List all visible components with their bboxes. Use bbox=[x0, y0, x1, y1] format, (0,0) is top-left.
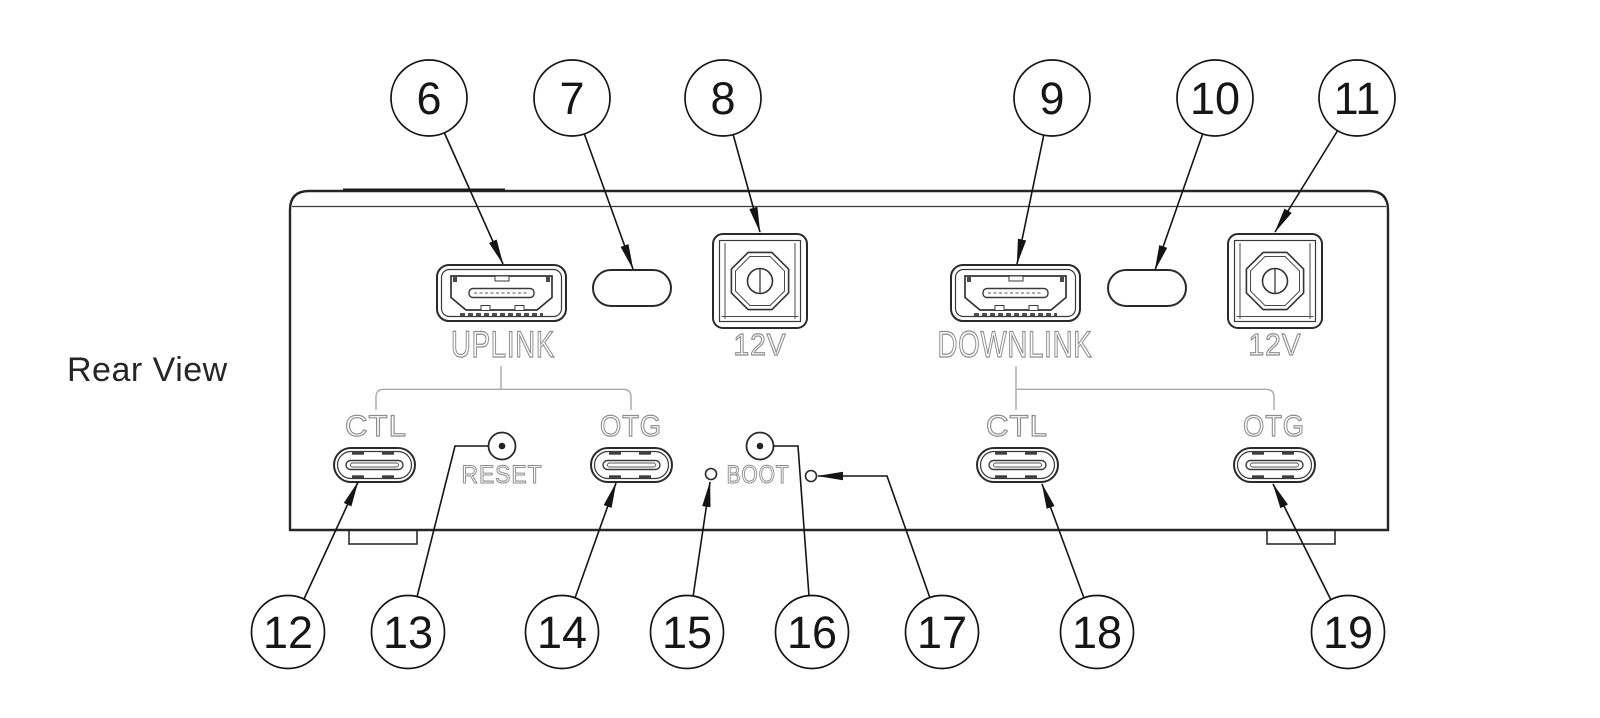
callout-16-number: 16 bbox=[787, 607, 837, 658]
usb-c-port-ctl-left bbox=[333, 447, 416, 483]
port-label-ctl-right: CTL bbox=[986, 410, 1048, 443]
callout-15-number: 15 bbox=[662, 607, 712, 658]
callout-14: 14 bbox=[524, 594, 600, 670]
reset-button bbox=[487, 431, 517, 461]
hdmi-port-uplink bbox=[435, 263, 568, 323]
callout-6-number: 6 bbox=[416, 73, 441, 124]
callout-18-number: 18 bbox=[1072, 607, 1122, 658]
device-foot-right bbox=[1266, 529, 1336, 545]
oval-button-left bbox=[592, 269, 672, 307]
view-title: Rear View bbox=[67, 351, 228, 389]
leader-line-14 bbox=[574, 482, 617, 599]
device-body bbox=[288, 188, 1390, 545]
usb-c-port-otg-right bbox=[1233, 447, 1316, 483]
button-label-reset: RESET bbox=[462, 461, 543, 489]
port-label-ctl-left: CTL bbox=[345, 410, 407, 443]
button-label-boot: BOOT bbox=[727, 461, 790, 489]
callout-10: 10 bbox=[1176, 59, 1254, 137]
port-label-downlink: DOWNLINK bbox=[938, 324, 1093, 365]
callout-7-number: 7 bbox=[559, 73, 584, 124]
callout-9: 9 bbox=[1013, 59, 1091, 137]
callout-19-number: 19 bbox=[1323, 607, 1373, 658]
callout-8-number: 8 bbox=[710, 73, 735, 124]
leader-line-19 bbox=[1272, 483, 1332, 601]
dc-power-jack-left bbox=[712, 233, 808, 329]
port-label-otg-right: OTG bbox=[1243, 410, 1305, 443]
group-bracket-downlink bbox=[1015, 366, 1275, 410]
leader-line-18 bbox=[1041, 483, 1085, 599]
callout-17-number: 17 bbox=[917, 607, 967, 658]
leader-line-11 bbox=[1274, 129, 1339, 233]
led-hole-left bbox=[704, 467, 718, 481]
device-foot-left bbox=[348, 529, 418, 545]
callout-6: 6 bbox=[390, 59, 468, 137]
port-label-12v-right: 12V bbox=[1249, 327, 1302, 362]
callout-12-number: 12 bbox=[263, 607, 313, 658]
leader-line-10 bbox=[1154, 132, 1204, 271]
leader-line-9 bbox=[1016, 133, 1045, 265]
callout-13: 13 bbox=[370, 594, 446, 670]
port-label-otg-left: OTG bbox=[600, 410, 662, 443]
callout-8: 8 bbox=[684, 59, 762, 137]
dc-power-jack-right bbox=[1227, 233, 1323, 329]
led-hole-right bbox=[804, 469, 818, 483]
leader-line-12 bbox=[303, 481, 359, 600]
group-bracket-uplink bbox=[375, 366, 632, 410]
callout-7: 7 bbox=[533, 59, 611, 137]
callout-16: 16 bbox=[774, 594, 850, 670]
callout-14-number: 14 bbox=[537, 607, 587, 658]
callout-11: 11 bbox=[1318, 59, 1396, 137]
leader-line-7 bbox=[583, 132, 634, 270]
leader-line-13 bbox=[416, 445, 488, 598]
hdmi-port-downlink bbox=[949, 263, 1082, 323]
callout-11-number: 11 bbox=[1334, 73, 1381, 124]
leader-line-15 bbox=[692, 481, 711, 598]
leader-line-16 bbox=[773, 445, 810, 597]
callout-17: 17 bbox=[904, 594, 980, 670]
oval-button-right bbox=[1107, 269, 1187, 307]
boot-button bbox=[745, 431, 775, 461]
callout-15: 15 bbox=[649, 594, 725, 670]
leader-line-6 bbox=[443, 131, 504, 265]
callout-10-number: 10 bbox=[1190, 73, 1240, 124]
callout-19: 19 bbox=[1310, 594, 1386, 670]
callout-12: 12 bbox=[250, 594, 326, 670]
callout-9-number: 9 bbox=[1039, 73, 1064, 124]
port-label-uplink: UPLINK bbox=[451, 324, 555, 365]
callout-18: 18 bbox=[1059, 594, 1135, 670]
callout-13-number: 13 bbox=[383, 607, 433, 658]
leader-line-17 bbox=[817, 471, 931, 599]
usb-c-port-ctl-right bbox=[976, 447, 1059, 483]
port-label-12v-left: 12V bbox=[734, 327, 787, 362]
usb-c-port-otg-left bbox=[590, 447, 673, 483]
leader-line-8 bbox=[732, 133, 761, 233]
